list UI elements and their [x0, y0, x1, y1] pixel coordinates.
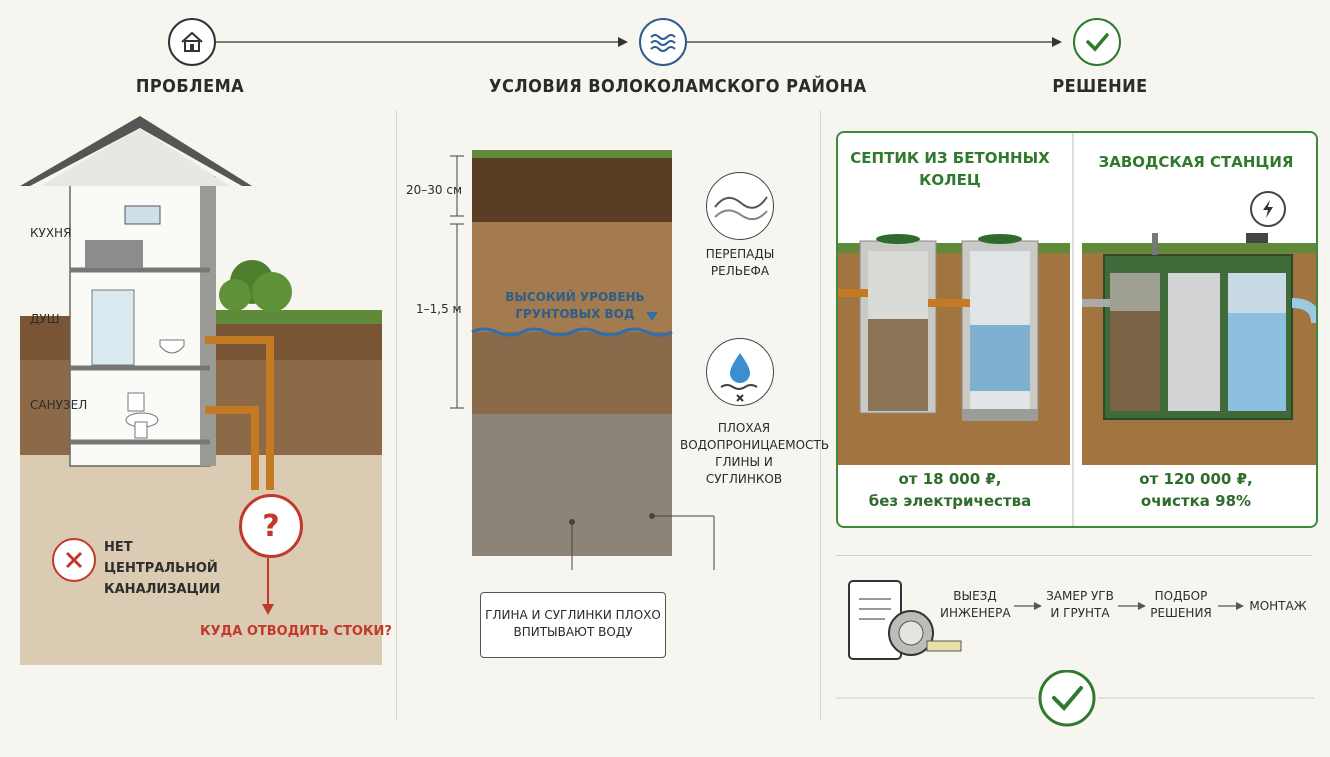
step-select: ПОДБОР РЕШЕНИЯ — [1150, 589, 1212, 620]
option-station-title: ЗАВОДСКАЯ СТАНЦИЯ — [1098, 153, 1294, 171]
solution-title: РЕШЕНИЕ — [1052, 76, 1148, 97]
septic-illustrations — [838, 233, 1316, 465]
step-engineer: ВЫЕЗД ИНЖЕНЕРА — [940, 589, 1011, 620]
room-label-bathroom: САНУЗЕЛ — [30, 398, 88, 412]
room-label-shower: ДУШ — [30, 312, 60, 326]
option-concrete-title: СЕПТИК ИЗ БЕТОННЫХ КОЛЕЦ — [850, 149, 1050, 189]
permeability-label: ПЛОХАЯ ВОДОПРОНИЦАЕМОСТЬ ГЛИНЫ И СУГЛИНК… — [680, 421, 830, 486]
step-measure: ЗАМЕР УГВ И ГРУНТА — [1046, 589, 1114, 620]
water-waves-icon — [639, 18, 687, 66]
question-icon: ? — [239, 494, 303, 558]
process-arrows — [1014, 602, 1244, 610]
no-sewer-cross-icon — [52, 538, 96, 582]
question-text: КУДА ОТВОДИТЬ СТОКИ? — [200, 624, 392, 639]
soil-profile — [450, 150, 715, 570]
divider-right — [820, 110, 821, 720]
checkmark-icon — [1073, 18, 1121, 66]
option-station-price: от 120 000 ₽, — [1139, 470, 1253, 488]
option-concrete-price: от 18 000 ₽, — [898, 470, 1002, 488]
depth-top-label: 20–30 см — [406, 183, 463, 197]
top-flow-arrows — [216, 37, 1062, 47]
relief-label: ПЕРЕПАДЫ РЕЛЬЕФА — [705, 247, 775, 278]
room-label-kitchen: КУХНЯ — [30, 226, 72, 240]
electricity-icon — [1250, 191, 1286, 227]
relief-icon — [706, 172, 774, 240]
no-sewer-text: НЕТ ЦЕНТРАЛЬНОЙ КАНАЛИЗАЦИИ — [104, 540, 221, 597]
conditions-title: УСЛОВИЯ ВОЛОКОЛАМСКОГО РАЙОНА — [489, 76, 867, 97]
depth-mid-label: 1–1,5 м — [416, 302, 462, 316]
option-concrete-note: без электричества — [868, 492, 1032, 510]
water-drop-icon — [706, 338, 774, 406]
house-icon — [168, 18, 216, 66]
clipboard-tape-icon — [848, 580, 962, 660]
solution-card — [836, 131, 1318, 528]
house-cross-section — [20, 116, 382, 665]
problem-title: ПРОБЛЕМА — [135, 76, 245, 97]
divider-left — [396, 110, 397, 720]
clay-note-box: ГЛИНА И СУГЛИНКИ ПЛОХО ВПИТЫВАЮТ ВОДУ — [480, 592, 666, 658]
process-divider — [836, 555, 1312, 556]
step-install: МОНТАЖ — [1249, 599, 1307, 613]
option-station-note: очистка 98% — [1140, 492, 1252, 510]
groundwater-label: ВЫСОКИЙ УРОВЕНЬ ГРУНТОВЫХ ВОД — [505, 290, 645, 321]
final-check — [836, 670, 1314, 727]
